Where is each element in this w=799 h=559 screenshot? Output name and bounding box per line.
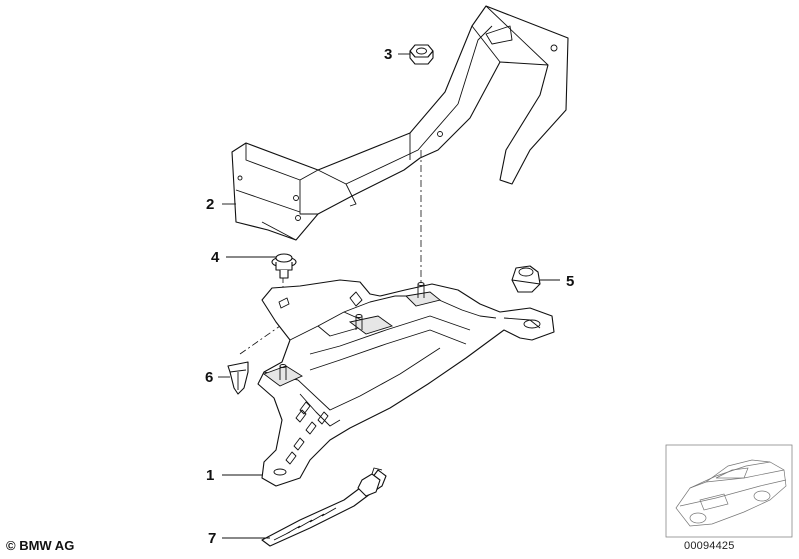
hex-nut	[409, 44, 434, 65]
diagram-reference-number: 00094425	[684, 540, 735, 552]
spreading-clip	[227, 361, 249, 395]
callout-7: 7	[208, 530, 216, 547]
callout-2: 2	[206, 196, 214, 213]
vehicle-thumbnail	[665, 444, 793, 538]
copyright-text: © BMW AG	[6, 538, 75, 553]
callout-6: 6	[205, 369, 213, 386]
mounting-plate	[257, 279, 555, 487]
callout-1: 1	[206, 467, 214, 484]
upper-support-bracket	[231, 5, 569, 241]
cable-tie	[261, 467, 387, 547]
callout-4: 4	[211, 249, 220, 266]
plastic-nut	[511, 265, 541, 293]
callout-5: 5	[566, 273, 574, 290]
collar-screw	[271, 253, 297, 279]
callout-3: 3	[384, 46, 392, 63]
fastener-axis-clip	[239, 325, 281, 355]
leader-lines	[218, 53, 560, 539]
